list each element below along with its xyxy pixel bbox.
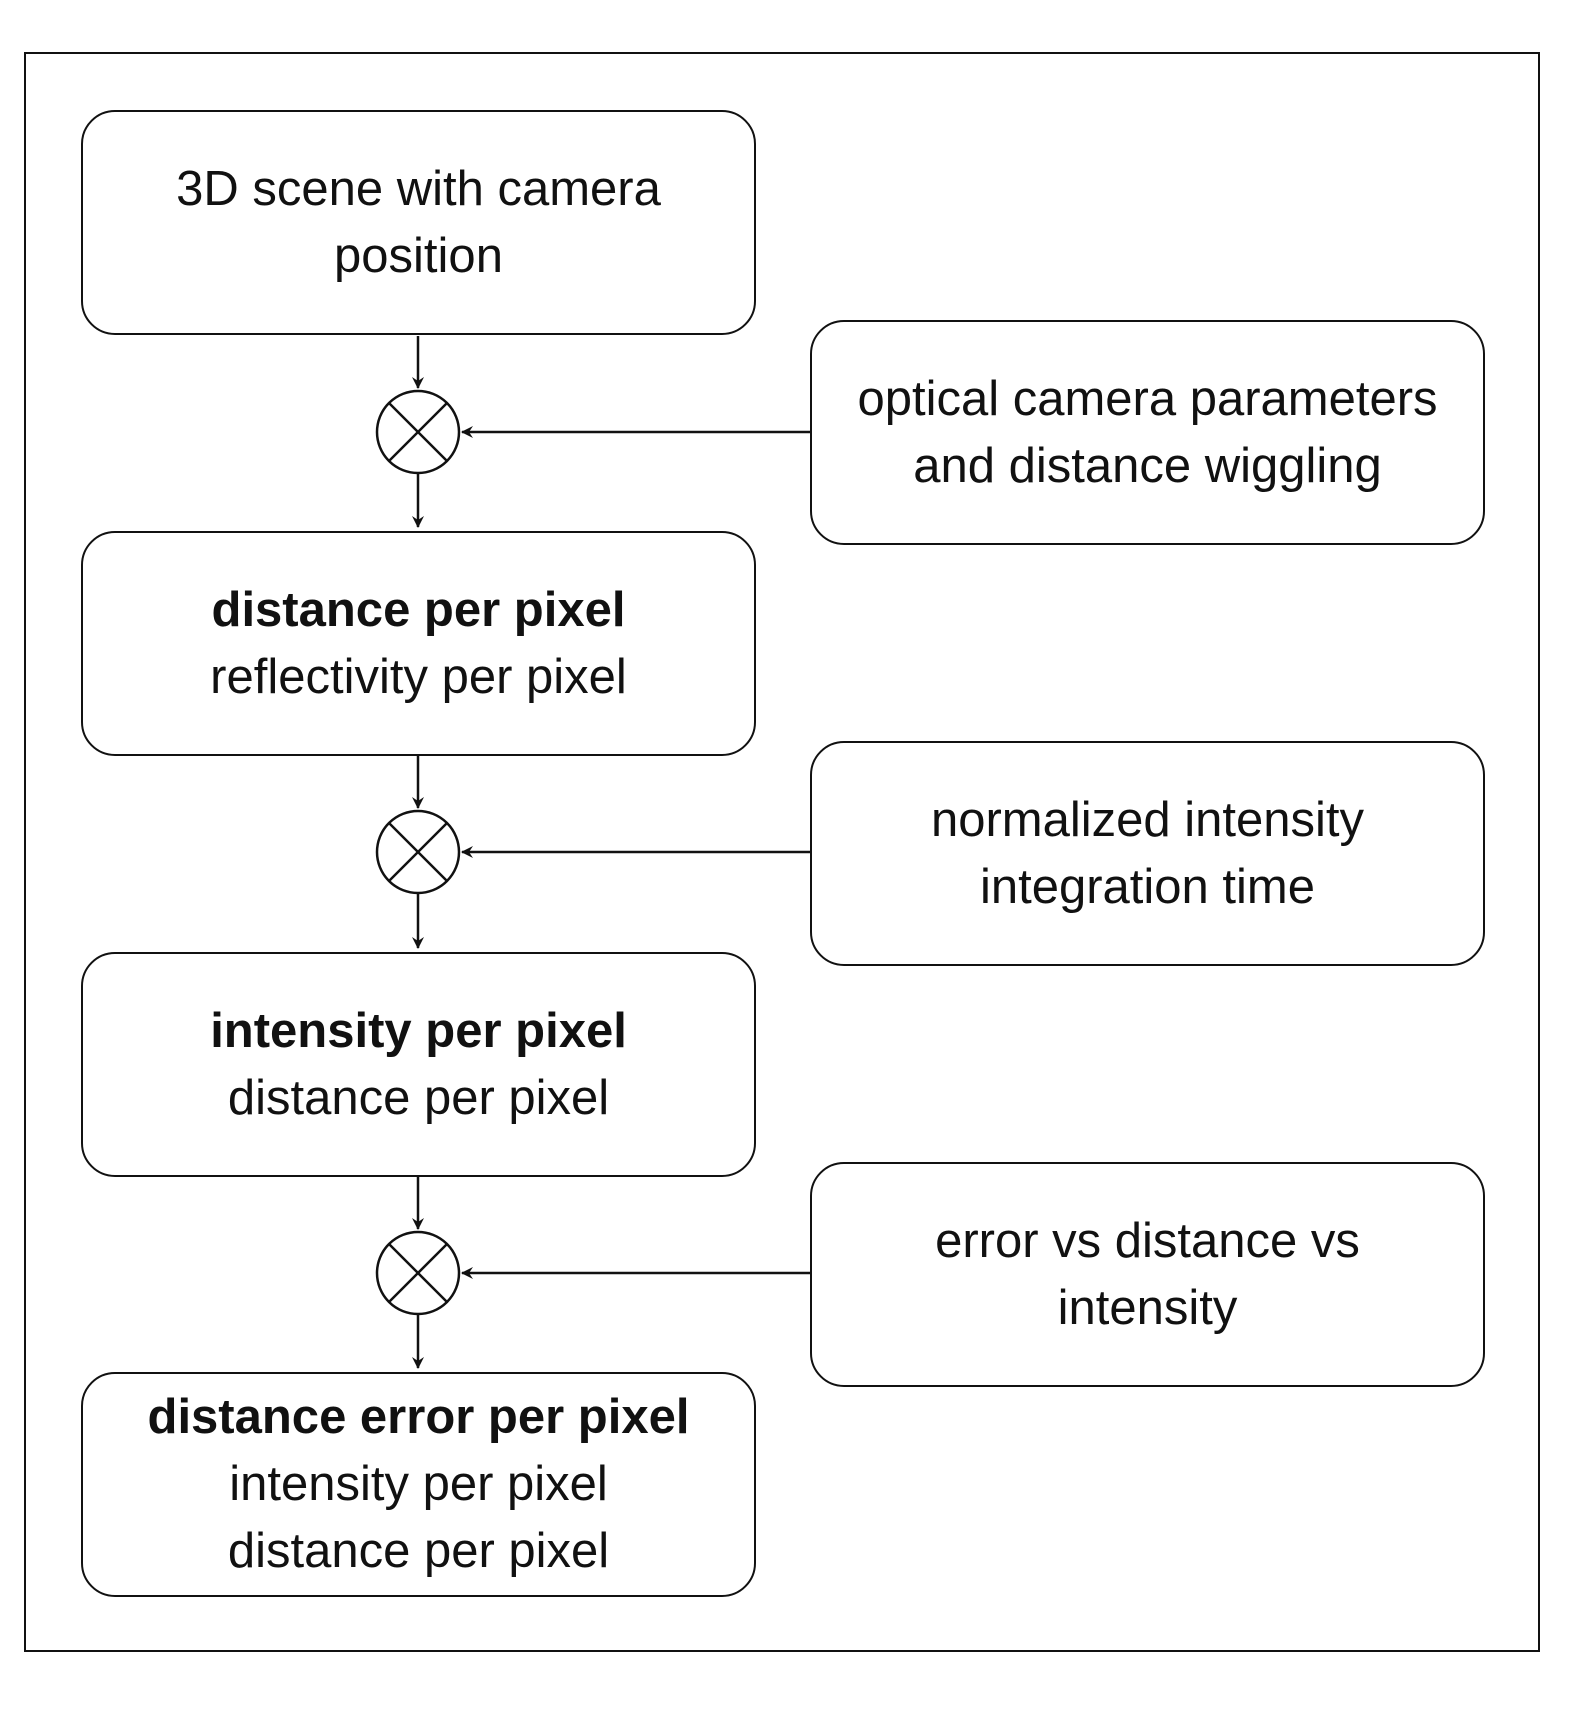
scene-box-line-1: 3D scene with camera bbox=[176, 161, 661, 216]
distance-error-per-pixel-box: distance error per pixel intensity per p… bbox=[81, 1372, 756, 1597]
intensity-per-pixel-box: intensity per pixel distance per pixel bbox=[81, 952, 756, 1177]
distance-box-title: distance per pixel bbox=[211, 582, 626, 637]
intensity-box-title: intensity per pixel bbox=[210, 1003, 627, 1058]
multiply-junction-icon bbox=[375, 809, 461, 895]
distance-box-line-1: reflectivity per pixel bbox=[210, 649, 627, 704]
error-model-line-2: intensity bbox=[1057, 1280, 1238, 1335]
camera-params-line-2: and distance wiggling bbox=[913, 438, 1382, 493]
intensity-params-line-2: integration time bbox=[979, 859, 1315, 914]
intensity-params-line-1: normalized intensity bbox=[930, 792, 1365, 847]
error-box-title: distance error per pixel bbox=[147, 1390, 690, 1444]
error-box-line-1: intensity per pixel bbox=[229, 1457, 608, 1511]
distance-per-pixel-box: distance per pixel reflectivity per pixe… bbox=[81, 531, 756, 756]
error-box-line-2: distance per pixel bbox=[227, 1524, 610, 1578]
intensity-parameters-box: normalized intensity integration time bbox=[810, 741, 1485, 966]
diagram-frame bbox=[24, 52, 1540, 1652]
multiply-junction-icon bbox=[375, 389, 461, 475]
camera-parameters-box: optical camera parameters and distance w… bbox=[810, 320, 1485, 545]
error-model-box: error vs distance vs intensity bbox=[810, 1162, 1485, 1387]
camera-params-line-1: optical camera parameters bbox=[857, 371, 1438, 426]
multiply-junction-icon bbox=[375, 1230, 461, 1316]
scene-input-box: 3D scene with camera position bbox=[81, 110, 756, 335]
intensity-box-line-1: distance per pixel bbox=[227, 1070, 610, 1125]
scene-box-line-2: position bbox=[334, 228, 503, 283]
error-model-line-1: error vs distance vs bbox=[935, 1213, 1360, 1268]
